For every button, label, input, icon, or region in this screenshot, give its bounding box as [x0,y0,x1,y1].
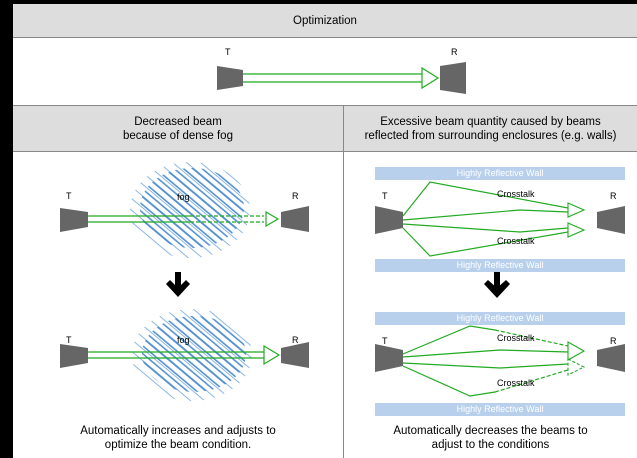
fog-cloud-after [132,309,252,401]
fog-receiver-after [281,342,309,368]
wall-transmitter-after [375,344,403,372]
fog-header-line1: Decreased beam [134,115,222,128]
reflective-wall-top-before: Highly Reflective Wall [375,167,625,180]
crosstalk-label-3: Crosstalk [497,333,535,343]
wall-caption-line2: adjust to the conditions [431,439,550,451]
fog-header-line2: because of dense fog [123,129,233,142]
fog-receiver-label-before: R [292,191,299,201]
wall-caption: Automatically decreases the beams to adj… [344,424,637,452]
wall-beams-before [402,181,569,257]
crosstalk-label-1: Crosstalk [497,189,535,199]
beam-arrowhead [421,66,440,90]
fog-cloud-before [130,162,250,258]
fog-receiver-before [281,206,309,232]
wall-header-line1: Excessive beam quantity caused by beams [380,115,601,128]
wall-receiver-label-after: R [610,336,617,346]
fog-transmitter-after [60,344,88,368]
wall-arrowheads-after [567,341,586,376]
top-receiver-label: R [451,47,458,57]
wall-beams-after-dashed [494,329,569,393]
transmitter-device [217,66,243,90]
wall-beams-after-solid [402,325,569,397]
fog-arrowhead-after [263,344,281,366]
top-transmitter-label: T [225,47,231,57]
down-arrow-right-shaft [494,272,500,290]
wall-transmitter-before [375,206,403,234]
wall-caption-line1: Automatically decreases the beams to [393,425,588,437]
fog-transmitter-label-after: T [66,335,72,345]
receiver-device [440,62,466,94]
fog-transmitter-label-before: T [66,191,72,201]
optimization-title: Optimization [293,14,357,27]
fog-receiver-label-after: R [292,335,299,345]
fog-label-before: fog [177,192,190,202]
fog-arrowhead-before [265,210,280,228]
reflective-wall-bottom-after: Highly Reflective Wall [375,403,625,416]
fog-caption: Automatically increases and adjusts to o… [13,424,343,452]
fog-transmitter-before [60,208,88,232]
wall-arrowheads-before [567,202,586,238]
crosstalk-label-4: Crosstalk [497,378,535,388]
wall-transmitter-label-after: T [382,336,388,346]
reflective-wall-bottom-before: Highly Reflective Wall [375,259,625,272]
wall-receiver-label-before: R [610,191,617,201]
reflective-wall-top-after: Highly Reflective Wall [375,312,625,325]
fog-section-header: Decreased beam because of dense fog [13,105,343,152]
fog-caption-line1: Automatically increases and adjusts to [80,425,276,437]
wall-section-header: Excessive beam quantity caused by beams … [343,105,637,152]
wall-receiver-before [597,206,625,234]
fog-label-after: fog [177,335,190,345]
wall-header-line2: reflected from surrounding enclosures (e… [364,129,617,142]
fog-caption-line2: optimize the beam condition. [104,439,252,451]
section-divider [343,152,344,458]
wall-transmitter-label-before: T [382,191,388,201]
optimization-header: Optimization [13,4,637,38]
wall-receiver-after [597,344,625,372]
crosstalk-label-2: Crosstalk [497,236,535,246]
down-arrow-left-shaft [175,272,181,290]
